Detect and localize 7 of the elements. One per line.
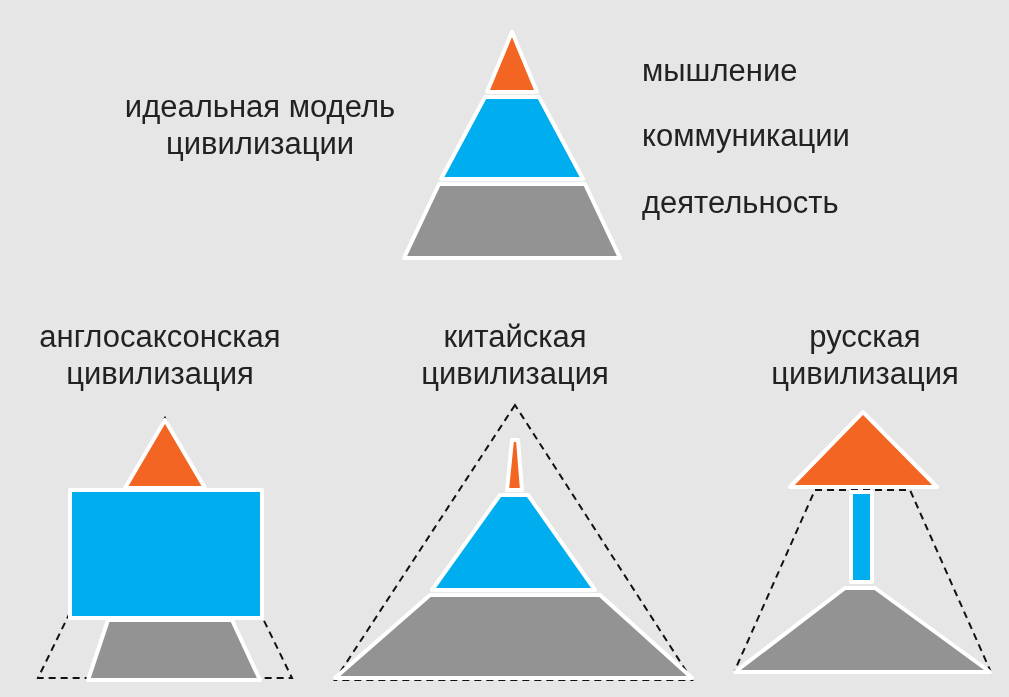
caption-text: русская цивилизация xyxy=(770,318,960,392)
layer-label: коммуникации xyxy=(642,117,851,154)
caption-text: англосаксонская цивилизация xyxy=(38,318,282,392)
caption-text: китайская цивилизация xyxy=(420,318,610,392)
caption-text: идеальная модель цивилизации xyxy=(123,88,397,162)
layer-label: деятельность xyxy=(642,184,840,221)
layer-label: мышление xyxy=(642,52,799,89)
